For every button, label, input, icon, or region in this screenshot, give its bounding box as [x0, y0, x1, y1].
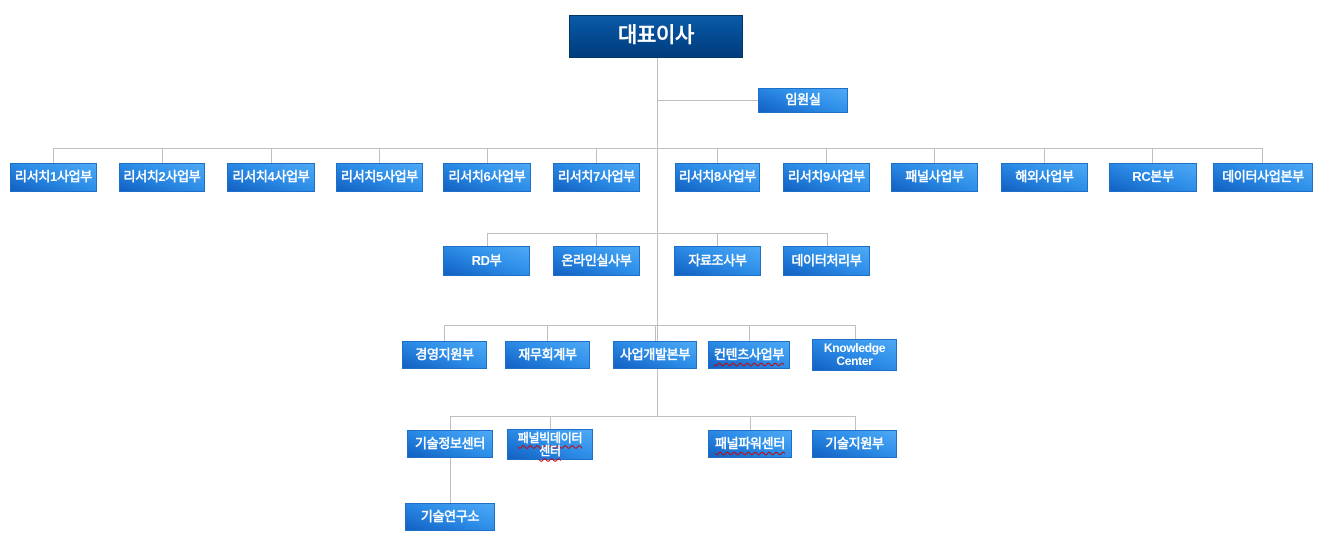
- org-node-finance-acct: 재무회계부: [505, 341, 590, 369]
- connector-line: [655, 325, 656, 341]
- org-node-data-research: 자료조사부: [674, 246, 761, 276]
- org-node-label: 리서치7사업부: [558, 169, 635, 185]
- org-node-knowledge-center: Knowledge Center: [812, 339, 897, 371]
- connector-line: [827, 233, 828, 246]
- org-node-ceo: 대표이사: [569, 15, 743, 58]
- org-node-panel-bigdata-center: 패널빅데이터 센터: [507, 429, 593, 460]
- connector-line: [444, 325, 855, 326]
- org-node-label: 자료조사부: [688, 252, 747, 268]
- connector-line: [826, 148, 827, 163]
- org-node-mgmt-support: 경영지원부: [402, 341, 487, 369]
- org-node-label: 리서치1사업부: [15, 169, 92, 185]
- org-node-research8: 리서치8사업부: [675, 163, 760, 192]
- org-node-label: RC본부: [1132, 169, 1174, 185]
- org-node-label: 패널빅데이터 센터: [517, 430, 583, 458]
- org-node-panel-biz: 패널사업부: [891, 163, 978, 192]
- org-node-label: 리서치4사업부: [232, 169, 310, 185]
- connector-line: [487, 233, 827, 234]
- connector-line: [487, 233, 488, 246]
- org-node-research5: 리서치5사업부: [336, 163, 423, 192]
- org-node-label: 경영지원부: [415, 346, 474, 362]
- org-node-data-biz-hq: 데이터사업본부: [1213, 163, 1313, 192]
- org-node-label: 리서치9사업부: [788, 169, 865, 185]
- connector-line: [717, 233, 718, 246]
- connector-line: [53, 148, 1262, 149]
- org-node-label: 패널사업부: [905, 169, 964, 185]
- org-node-research4: 리서치4사업부: [227, 163, 315, 192]
- connector-line: [487, 148, 488, 163]
- org-node-label: 데이터처리부: [791, 252, 862, 268]
- connector-line: [1152, 148, 1153, 163]
- connector-line: [934, 148, 935, 163]
- org-node-tech-support: 기술지원부: [812, 430, 897, 458]
- org-node-label: 기술연구소: [420, 508, 480, 524]
- connector-line: [1262, 148, 1263, 163]
- org-node-research2: 리서치2사업부: [119, 163, 205, 192]
- org-node-label: 리서치5사업부: [341, 169, 418, 185]
- org-node-label: 기술지원부: [825, 435, 884, 451]
- org-node-rc-hq: RC본부: [1109, 163, 1197, 192]
- org-node-label: 데이터사업본부: [1222, 169, 1304, 185]
- org-node-research6: 리서치6사업부: [443, 163, 531, 192]
- connector-line: [657, 58, 658, 416]
- org-node-executive-office: 임원실: [758, 88, 848, 113]
- connector-line: [450, 458, 451, 503]
- connector-line: [379, 148, 380, 163]
- connector-line: [717, 148, 718, 163]
- org-node-data-processing: 데이터처리부: [783, 246, 870, 276]
- org-node-contents-biz: 컨텐츠사업부: [708, 341, 790, 369]
- connector-line: [444, 325, 445, 341]
- org-node-label: 컨텐츠사업부: [714, 346, 784, 362]
- org-node-label: RD부: [471, 252, 502, 268]
- org-node-label: 사업개발본부: [620, 346, 690, 362]
- connector-line: [162, 148, 163, 163]
- connector-line: [547, 325, 548, 341]
- connector-line: [596, 233, 597, 246]
- connector-line: [550, 416, 551, 429]
- org-node-label: 대표이사: [617, 24, 695, 48]
- org-node-research9: 리서치9사업부: [783, 163, 870, 192]
- connector-line: [596, 148, 597, 163]
- org-node-label: 온라인실사부: [561, 252, 632, 268]
- connector-line: [750, 416, 751, 430]
- connector-line: [450, 416, 451, 430]
- org-node-label: 리서치6사업부: [448, 169, 526, 185]
- connector-line: [450, 416, 855, 417]
- org-node-label: 임원실: [785, 92, 821, 108]
- org-node-tech-info-center: 기술정보센터: [407, 430, 493, 458]
- connector-line: [855, 416, 856, 430]
- connector-line: [657, 100, 758, 101]
- connector-line: [1044, 148, 1045, 163]
- org-node-label: 리서치8사업부: [679, 169, 756, 185]
- connector-line: [271, 148, 272, 163]
- org-node-label: 리서치2사업부: [123, 169, 201, 185]
- org-node-overseas-biz: 해외사업부: [1001, 163, 1088, 192]
- org-node-label: Knowledge Center: [823, 341, 886, 368]
- org-node-rd-dept: RD부: [443, 246, 530, 276]
- org-node-panel-power-center: 패널파워센터: [708, 430, 792, 458]
- org-node-online-fieldwork: 온라인실사부: [553, 246, 640, 276]
- org-node-tech-lab: 기술연구소: [405, 503, 495, 531]
- org-node-label: 해외사업부: [1015, 169, 1074, 185]
- org-node-label: 패널파워센터: [715, 435, 785, 451]
- org-node-research7: 리서치7사업부: [553, 163, 640, 192]
- org-node-biz-dev-hq: 사업개발본부: [613, 341, 697, 369]
- connector-line: [53, 148, 54, 163]
- connector-line: [749, 325, 750, 341]
- org-node-label: 재무회계부: [518, 346, 577, 362]
- org-node-label: 기술정보센터: [415, 435, 485, 451]
- connector-line: [855, 325, 856, 339]
- org-node-research1: 리서치1사업부: [10, 163, 97, 192]
